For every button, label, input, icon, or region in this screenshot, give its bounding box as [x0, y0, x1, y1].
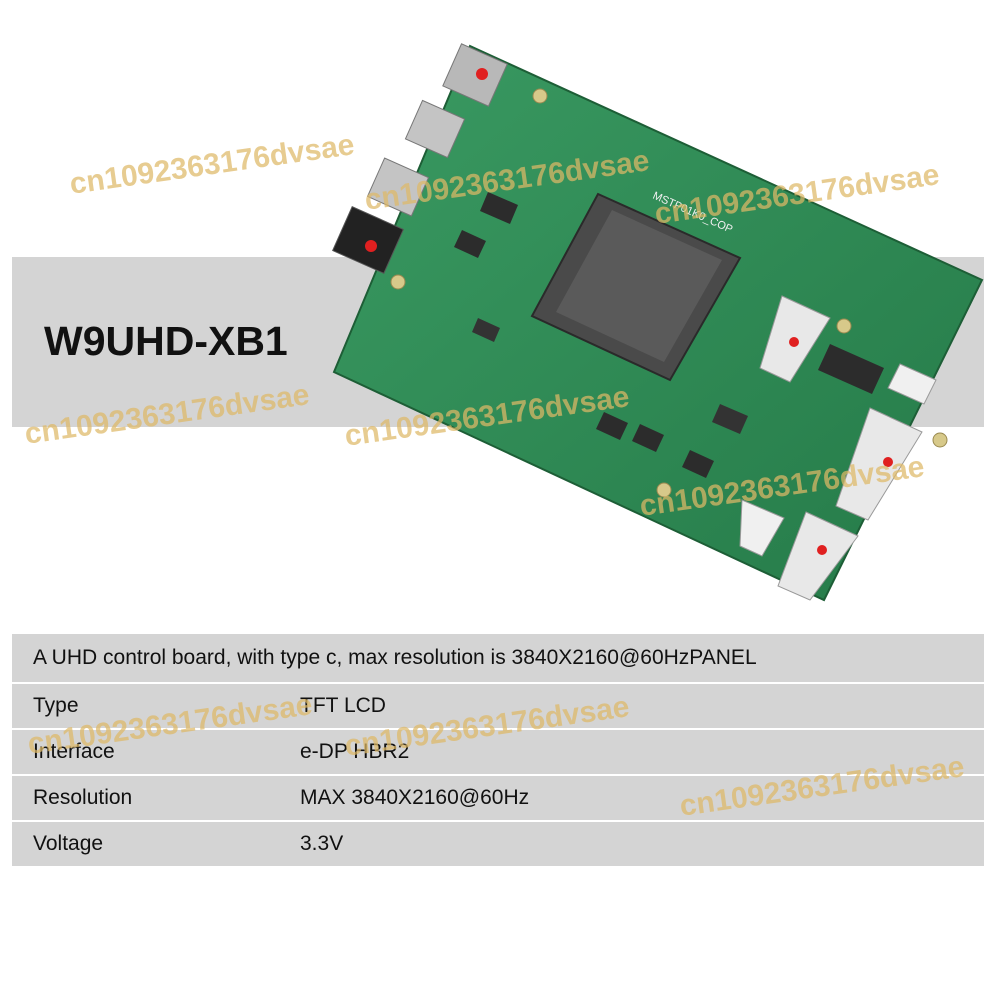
panel-connector — [777, 511, 859, 601]
spec-label: Voltage — [33, 832, 104, 855]
power-jack — [331, 206, 405, 274]
spec-row-resolution: Resolution MAX 3840X2160@60Hz — [12, 776, 984, 822]
spec-value: MAX 3840X2160@60Hz — [300, 786, 530, 809]
spec-description: A UHD control board, with type c, max re… — [12, 634, 984, 684]
spec-row-voltage: Voltage 3.3V — [12, 822, 984, 866]
model-title: W9UHD-XB1 — [44, 318, 288, 364]
spec-table: A UHD control board, with type c, max re… — [12, 634, 984, 866]
spec-row-interface: Interface e-DP HBR2 — [12, 730, 984, 776]
spec-value: 3.3V — [300, 832, 344, 855]
hdmi-port — [366, 157, 430, 217]
spec-label: Type — [33, 694, 79, 717]
spec-value: TFT LCD — [300, 694, 386, 717]
pcb-board-image: MSTP01K0_COP — [331, 43, 984, 602]
type-c-port — [404, 99, 466, 159]
usb-port — [442, 43, 508, 107]
spec-value: e-DP HBR2 — [300, 740, 410, 763]
spec-label: Resolution — [33, 786, 133, 809]
spec-label: Interface — [33, 740, 115, 763]
spec-row-type: Type TFT LCD — [12, 684, 984, 730]
edp-connector — [835, 407, 923, 521]
pcb: MSTP01K0_COP — [331, 43, 984, 602]
